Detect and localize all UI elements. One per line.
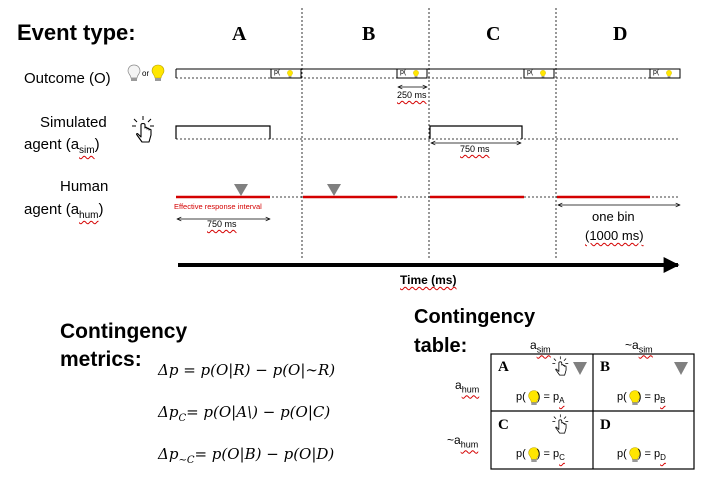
- outcome-pulse-c: [523, 68, 555, 79]
- table-cell-a-prob: p() = pA: [516, 391, 565, 406]
- metrics-title-line2: metrics:: [60, 348, 142, 371]
- dur-750-sim-label: 750 ms: [460, 144, 490, 154]
- lightbulb-off-icon: [127, 64, 141, 82]
- triangle-down-icon: [234, 184, 248, 196]
- table-cell-b-letter: B: [600, 359, 611, 375]
- outcome-row: [175, 68, 681, 87]
- outcome-pulse-a: [270, 68, 302, 79]
- human-label-line2: agent (ahum): [24, 201, 104, 221]
- table-row-header-1: ahum: [455, 378, 480, 395]
- human-label-line1: Human: [60, 178, 109, 195]
- column-header-c: C: [486, 23, 501, 45]
- human-row: [176, 184, 680, 219]
- simulated-label-line2: agent (asim): [24, 136, 100, 156]
- table-cell-c-letter: C: [498, 417, 509, 433]
- dur-250-label: 250 ms: [397, 90, 427, 100]
- outcome-pulse-d: [649, 68, 681, 79]
- effective-interval-label: Effective response interval: [174, 202, 262, 211]
- table-title-line2: table:: [414, 335, 468, 357]
- time-axis-label: Time (ms): [400, 273, 457, 287]
- outcome-pulse-text-b: p(: [400, 69, 407, 76]
- lightbulb-on-icon: [151, 64, 165, 82]
- pointer-hand-icon: [131, 115, 155, 143]
- dur-750-hum-label: 750 ms: [207, 219, 237, 229]
- table-row-header-2: ~ahum: [447, 433, 479, 450]
- sim-pulse-a: [175, 125, 271, 139]
- outcome-pulse-text-c: p(: [527, 69, 534, 76]
- outcome-pulse-b: [396, 68, 428, 79]
- simulated-label-line1: Simulated: [40, 114, 107, 131]
- table-cell-c-prob: p() = pC: [516, 448, 565, 463]
- table-cell-b-prob: p() = pB: [617, 391, 666, 406]
- column-header-a: A: [232, 23, 247, 45]
- outcome-pulse-text-a: p(: [274, 69, 281, 76]
- table-cell-d-letter: D: [600, 417, 611, 433]
- metric-eq-1: Δp = p(O|R) − p(O|∼R): [158, 361, 336, 379]
- outcome-pulse-text-d: p(: [653, 69, 660, 76]
- table-cell-d-prob: p() = pD: [617, 448, 666, 463]
- table-cell-a-letter: A: [498, 359, 509, 375]
- triangle-down-icon: [327, 184, 341, 196]
- sim-pulse-c: [429, 125, 523, 139]
- metrics-title-line1: Contingency: [60, 320, 188, 343]
- metric-eq-2: ΔpC= p(O|A\) − p(O|C): [158, 403, 331, 424]
- simulated-row: [175, 125, 680, 143]
- column-header-b: B: [362, 23, 376, 45]
- metric-eq-3: Δp∼C= p(O|B) − p(O|D): [158, 445, 335, 466]
- table-col-header-2: ~asim: [625, 338, 653, 355]
- one-bin-line2: (1000 ms): [585, 228, 644, 243]
- table-col-header-1: asim: [530, 338, 551, 355]
- column-header-d: D: [613, 23, 628, 45]
- one-bin-line1: one bin: [592, 209, 635, 224]
- contingency-table-grid: [490, 353, 695, 470]
- outcome-or: or: [142, 69, 150, 78]
- outcome-label: Outcome (O): [24, 70, 111, 87]
- event-type-title: Event type:: [17, 20, 136, 45]
- table-title-line1: Contingency: [414, 306, 536, 328]
